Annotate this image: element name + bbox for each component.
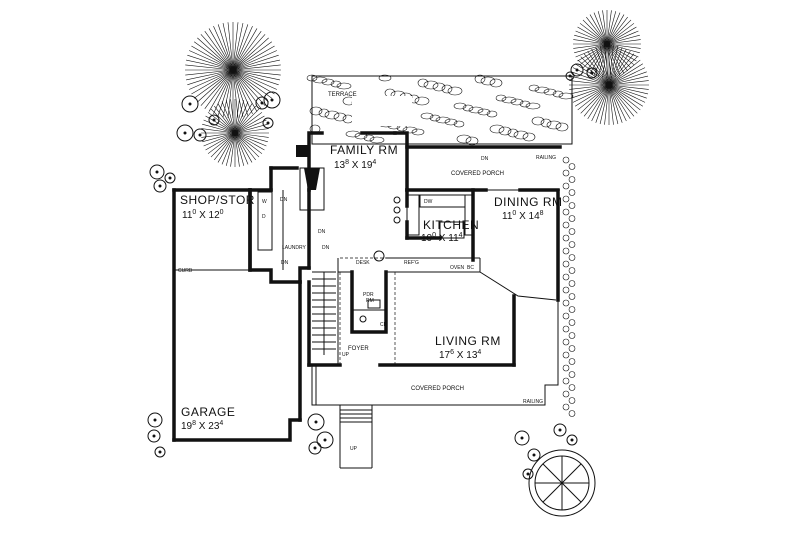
room-shop: SHOP/STOR 110 X 120 [180,193,255,221]
railing-front-label: RAILING [523,399,543,405]
family-down-label: DN [318,229,326,235]
pdr-rm-label-1: PDR [363,292,374,298]
stair-up-label: UP [342,352,350,358]
room-dimensions: 176 X 134 [439,349,481,361]
room-kitchen: KITCHEN 100 X 114 [421,218,479,244]
terrace-label: TERRACE [328,92,357,98]
room-dimensions: 110 X 120 [182,209,224,221]
room-family: FAMILY RM 138 X 194 [330,143,398,171]
washer-label: W [262,199,267,205]
closet-label: CL [380,322,387,328]
room-dimensions: 198 X 234 [181,420,223,432]
gazebo [528,449,596,517]
desk-label: DESK [356,260,370,266]
interior-walls [257,145,481,365]
tree-starburst-top-right [573,10,641,78]
refrigerator-label: REF'G [404,260,419,266]
room-title: DINING RM [494,195,563,209]
tree-starburst-left-mid [201,99,269,167]
covered-porch-front-label: COVERED PORCH [411,386,464,392]
room-title: GARAGE [181,405,235,419]
covered-porch-top-label: COVERED PORCH [451,171,504,177]
room-title: LIVING RM [435,334,501,348]
pdr-rm-label-2: RM [366,298,374,304]
room-garage: GARAGE 198 X 234 [181,405,235,432]
railing-top-label: RAILING [536,155,556,161]
room-dining: DINING RM 110 X 148 [494,195,563,222]
exterior-walls [172,131,560,442]
room-title: KITCHEN [423,218,479,232]
room-title: SHOP/STOR [180,193,255,207]
dryer-label: D [262,214,266,220]
laundry-down-label-a: DN [280,197,288,203]
laundry-down-label-c: DN [322,245,330,251]
laundry-down-label-b: DN [281,260,289,266]
tree-starburst-top-left [185,22,281,118]
room-dimensions: 110 X 148 [502,210,544,222]
bc-label: BC [467,265,474,271]
terrace: TERRACE [306,74,574,146]
small-labels: COVERED PORCH COVERED PORCH RAILING RAIL… [178,155,556,452]
room-dimensions: 138 X 194 [334,159,376,171]
dishwasher-label: DW [424,199,433,205]
hedge [562,156,576,417]
room-dimensions: 100 X 114 [421,232,463,244]
curb-label: CURB [178,268,193,274]
oven-label: OVEN [450,265,465,271]
porch-down-label: DN [481,156,489,162]
front-porch [311,300,559,469]
kitchen-counters [359,194,474,323]
walk-up-label: UP [350,446,358,452]
tree-starburst-right-mid [569,45,649,125]
foyer-label: FOYER [348,346,369,352]
room-title: FAMILY RM [330,143,398,157]
room-living: LIVING RM 176 X 134 [435,334,501,361]
laundry-label: LAUNDRY [282,245,306,251]
